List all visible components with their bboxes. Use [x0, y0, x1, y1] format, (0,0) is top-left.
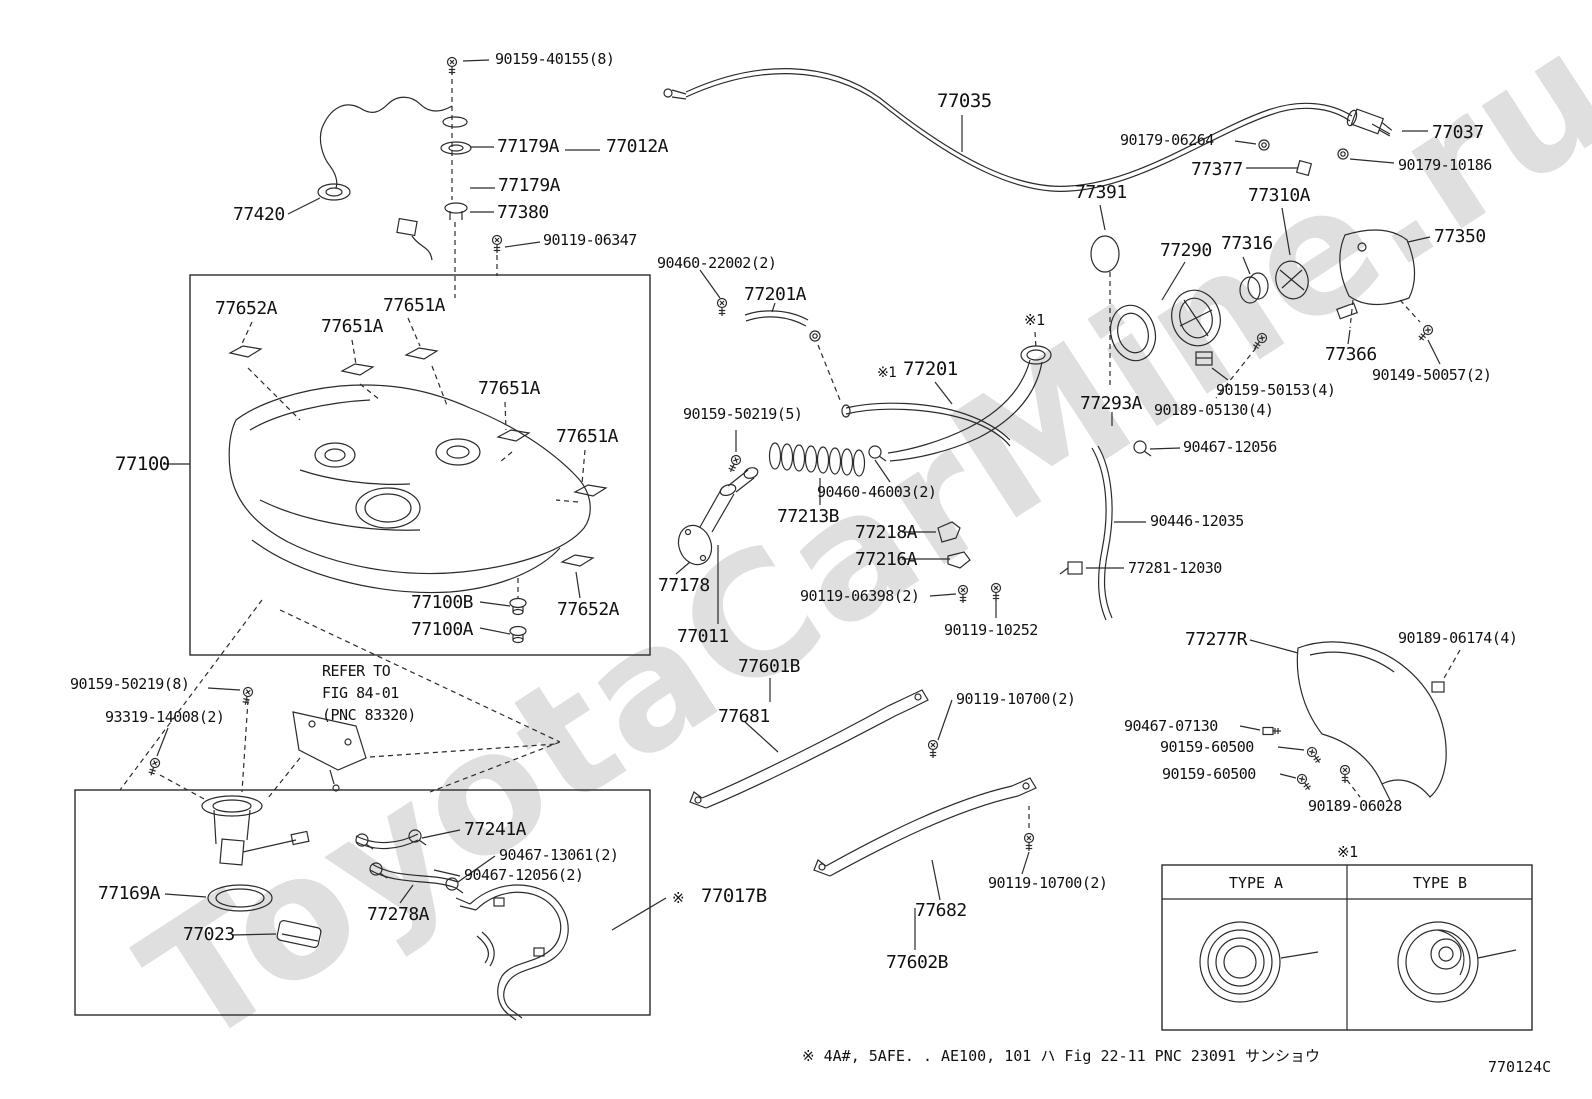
- diagram-id: 770124C: [1488, 1058, 1552, 1076]
- part-label: 90119-10252: [944, 621, 1038, 639]
- part-label: 90467-07130: [1124, 717, 1218, 735]
- part-label: 90119-10700(2): [988, 874, 1108, 892]
- part-label: 77651A: [478, 378, 541, 399]
- part-label: 90159-50219(8): [70, 675, 190, 693]
- part-label: 77601B: [738, 656, 801, 677]
- part-label: 90467-12056(2): [464, 866, 584, 884]
- part-label: 77391: [1075, 182, 1127, 203]
- part-label: 90149-50057(2): [1372, 366, 1492, 384]
- part-label: ※1: [1337, 843, 1358, 861]
- part-label: 77316: [1221, 233, 1273, 254]
- part-label: ※: [672, 889, 685, 907]
- dashed-lines: [119, 70, 1461, 828]
- breather-tube-assembly: [317, 96, 472, 261]
- part-label: 77037: [1432, 122, 1484, 143]
- part-label: 77100B: [411, 592, 474, 613]
- part-label: 90467-13061(2): [499, 846, 619, 864]
- part-label: 77011: [677, 626, 729, 647]
- part-label: ※1: [877, 365, 897, 381]
- cable-end-parts: [1295, 123, 1391, 177]
- part-label: 77017B: [701, 885, 767, 907]
- part-label: 77100A: [411, 619, 474, 640]
- part-label: 90467-12056: [1183, 438, 1277, 456]
- tank-straps: [689, 689, 1037, 877]
- part-label: 90159-60500: [1160, 738, 1254, 756]
- part-label: 90159-40155(8): [495, 50, 615, 68]
- part-label: 90159-50219(5): [683, 405, 803, 423]
- part-label: 77179A: [497, 136, 560, 157]
- part-label: 77216A: [855, 549, 918, 570]
- fuel-lid-cap-parts: [1090, 229, 1416, 366]
- part-label: 77179A: [498, 175, 561, 196]
- part-label: 90159-50153(4): [1216, 381, 1336, 399]
- part-label: 90119-10700(2): [956, 690, 1076, 708]
- part-label: 90189-06028: [1308, 797, 1402, 815]
- part-label: 90159-60500: [1162, 765, 1256, 783]
- type-a-header: TYPE A: [1228, 874, 1284, 892]
- release-cable: [663, 68, 1393, 192]
- part-label: 77682: [915, 900, 967, 921]
- part-label: 90189-06174(4): [1398, 629, 1518, 647]
- fuel-pump-assembly: [201, 711, 367, 949]
- part-label: 77201A: [744, 284, 807, 305]
- part-label: 77602B: [886, 952, 949, 973]
- part-label: 77350: [1434, 226, 1486, 247]
- part-label: 90179-06264: [1120, 131, 1214, 149]
- part-label: 90189-05130(4): [1154, 401, 1274, 419]
- part-label: 90179-10186: [1398, 156, 1492, 174]
- part-label: 77281-12030: [1128, 559, 1222, 577]
- part-label: 90119-06398(2): [800, 587, 920, 605]
- frame-boxes: [74, 274, 651, 1016]
- part-label: 77310A: [1248, 185, 1311, 206]
- part-label: 77100: [115, 453, 170, 475]
- part-label: ※1: [1024, 311, 1045, 329]
- part-label: 77377: [1191, 159, 1243, 180]
- fender-liner: [1296, 641, 1447, 801]
- part-label: 77293A: [1080, 393, 1143, 414]
- part-label: 77213B: [777, 506, 840, 527]
- part-label: 77012A: [606, 136, 669, 157]
- part-label: 77178: [658, 575, 710, 596]
- part-label: 77277R: [1185, 629, 1248, 650]
- part-label: 77035: [937, 90, 992, 112]
- part-label: 77651A: [383, 295, 446, 316]
- type-b-header: TYPE B: [1412, 874, 1468, 892]
- part-label: 90460-22002(2): [657, 254, 777, 272]
- part-label: 90460-46003(2): [817, 483, 937, 501]
- type-table-frame: [1161, 864, 1533, 1031]
- part-label: FIG 84-01: [322, 684, 399, 702]
- part-label: 77366: [1325, 344, 1377, 365]
- part-label: 77201: [903, 358, 958, 380]
- footnote: ※ 4A#, 5AFE. . AE100, 101 ハ Fig 22-11 PN…: [802, 1047, 1320, 1065]
- fuel-tank: [228, 384, 591, 594]
- part-label: 77023: [183, 924, 235, 945]
- part-label: 77681: [718, 706, 770, 727]
- filler-pipe-assembly: [677, 310, 1113, 621]
- part-label: 77652A: [557, 599, 620, 620]
- part-label: 77380: [497, 202, 549, 223]
- part-label: 77420: [233, 204, 285, 225]
- part-label: 93319-14008(2): [105, 708, 225, 726]
- part-label: 77652A: [215, 298, 278, 319]
- leader-lines: [156, 59, 1441, 950]
- part-label: 77290: [1160, 240, 1212, 261]
- part-label: REFER TO: [322, 662, 391, 680]
- part-label: 77218A: [855, 522, 918, 543]
- part-label: 77169A: [98, 883, 161, 904]
- part-label: 77241A: [464, 819, 527, 840]
- part-label: 90446-12035: [1150, 512, 1244, 530]
- part-label: 90119-06347: [543, 231, 637, 249]
- part-label: 77651A: [321, 316, 384, 337]
- part-label: (PNC 83320): [322, 706, 416, 724]
- part-label: 77278A: [367, 904, 430, 925]
- part-label: 77651A: [556, 426, 619, 447]
